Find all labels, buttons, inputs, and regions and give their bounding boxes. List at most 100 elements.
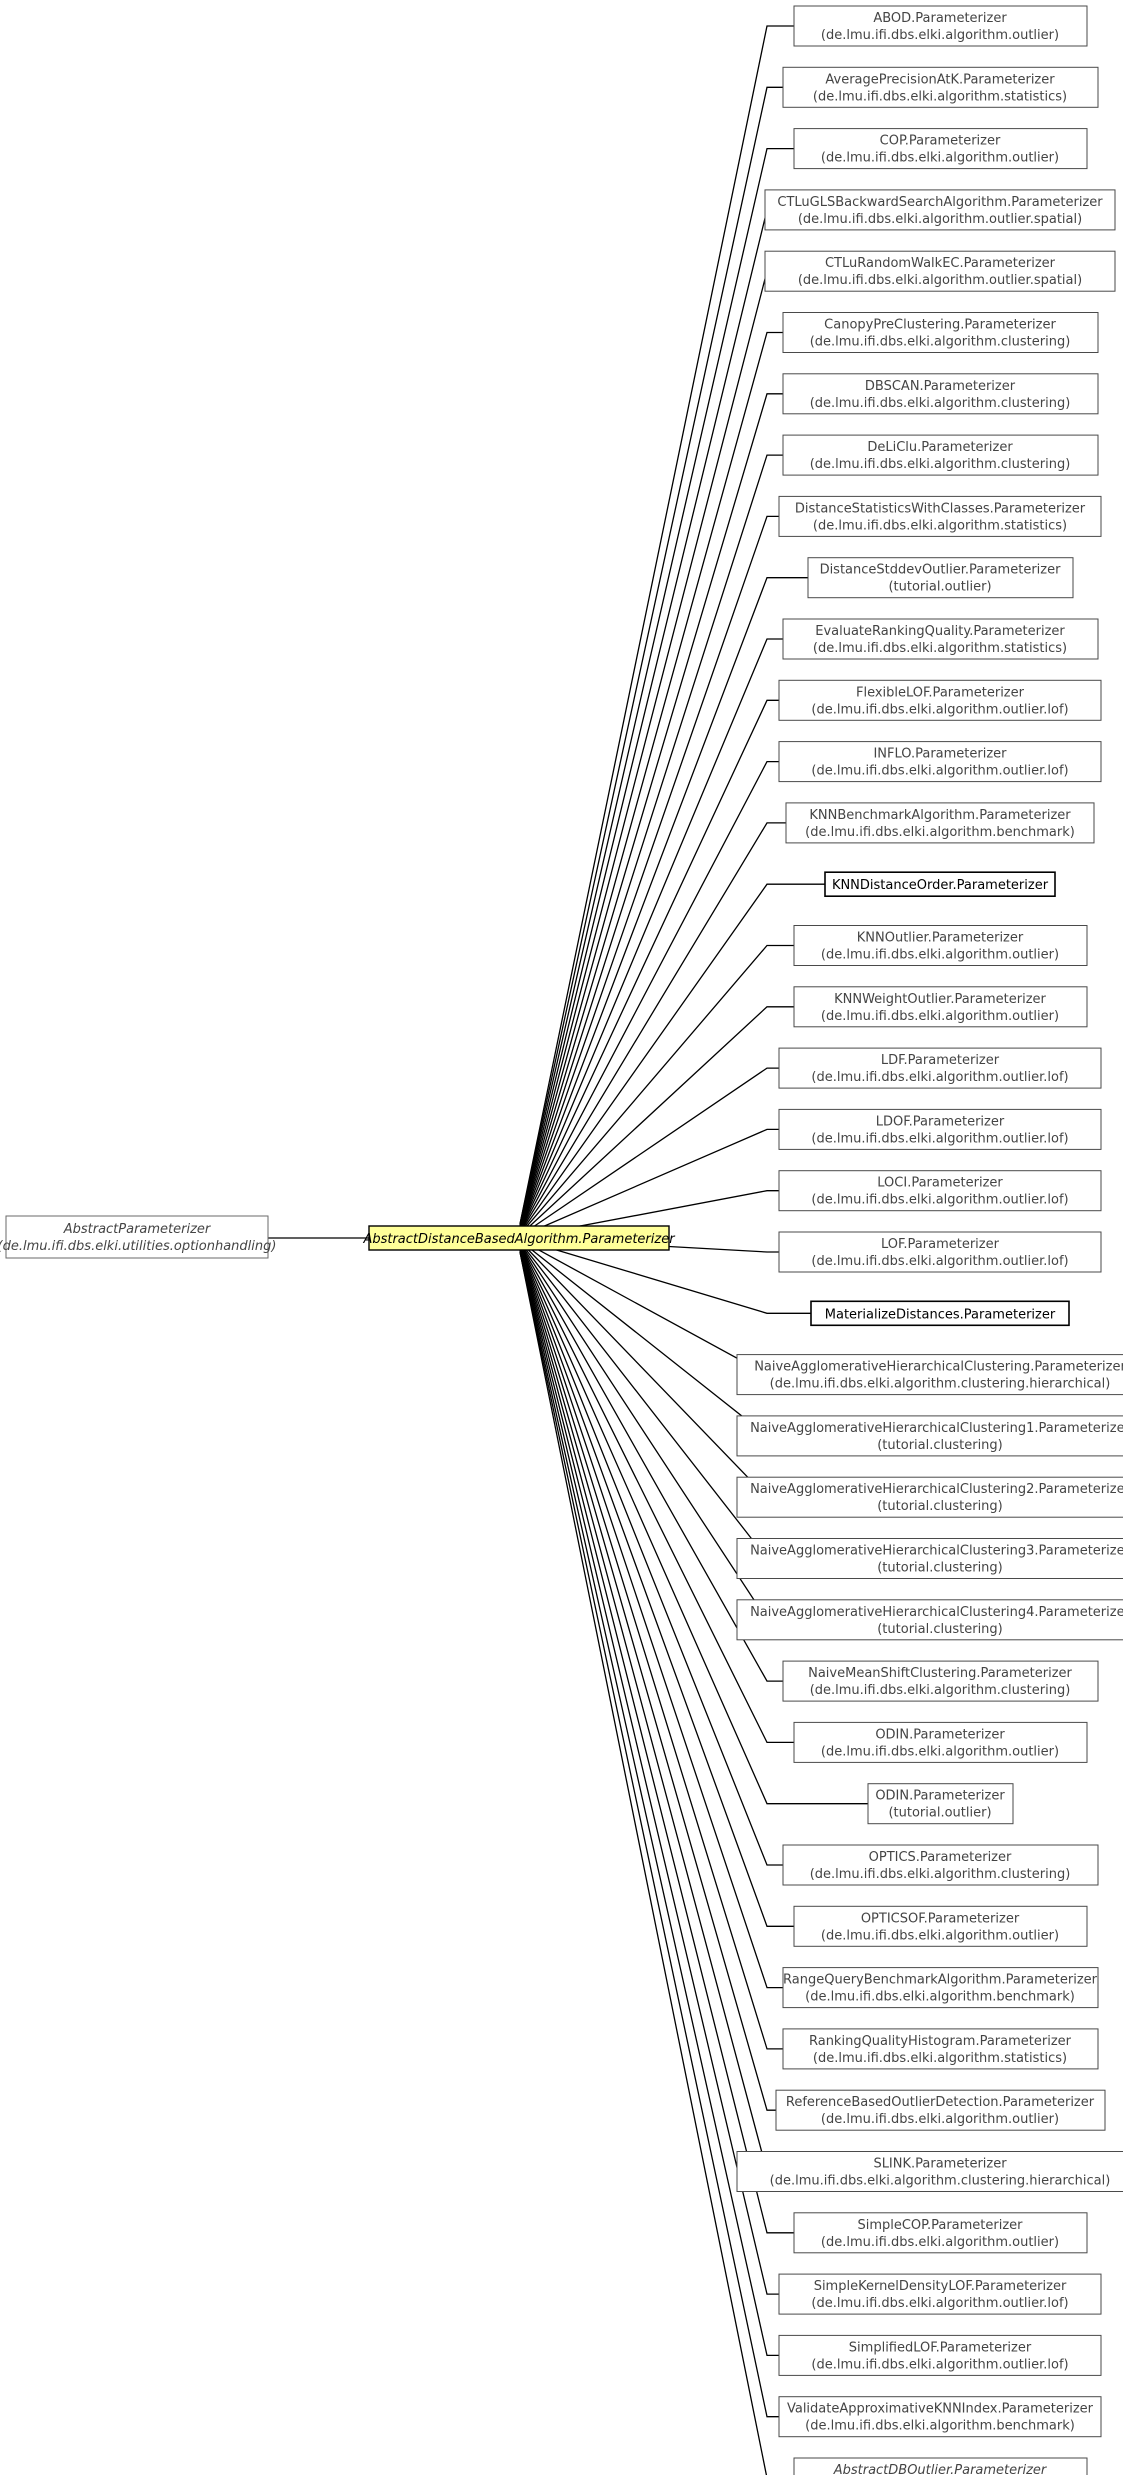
subclass-box[interactable] [778,1231,1102,1273]
subclass-box[interactable] [778,1170,1102,1212]
subclass-box[interactable] [736,1599,1123,1641]
subclass-name: KNNOutlier.Parameterizer [857,931,1024,946]
subclass-box[interactable] [793,986,1088,1028]
subclass-node[interactable]: INFLO.Parameterizer (de.lmu.ifi.dbs.elki.… [778,741,1102,783]
subclass-box[interactable] [782,1660,1099,1702]
subclass-node[interactable]: LDF.Parameterizer(de.lmu.ifi.dbs.elki.al… [778,1047,1102,1089]
subclass-box[interactable] [764,189,1116,231]
subclass-box[interactable] [775,2089,1106,2131]
subclass-node[interactable]: KNNOutlier.Parameterizer(de.lmu.ifi.dbs.… [793,925,1088,966]
subclass-box[interactable] [778,2273,1102,2315]
subclass-node[interactable]: COP.Parameterizer(de.lmu.ifi.dbs.elki.al… [793,128,1088,170]
subclass-node[interactable]: LOF.Parameterizer(de.lmu.ifi.dbs.elki.al… [778,1231,1102,1273]
subclass-box[interactable] [782,434,1099,476]
subclass-node[interactable]: OPTICSOF.Parameterizer(de.lmu.ifi.dbs.el… [793,1905,1088,1947]
subclass-box[interactable] [782,373,1099,415]
subclass-name: OPTICSOF.Parameterizer [861,1911,1020,1926]
subclass-box[interactable] [736,1354,1123,1396]
subclass-node[interactable]: KNNDistanceOrder.Parameterizer [824,871,1056,898]
subclass-node[interactable]: CTLuRandomWalkEC.Parameterizer(de.lmu.if… [764,250,1116,292]
subclass-node[interactable]: EvaluateRankingQuality.Parameterizer(de.… [782,618,1099,660]
subclass-node[interactable]: NaiveAgglomerativeHierarchicalClustering… [736,1538,1123,1579]
subclass-box[interactable] [778,495,1102,537]
subclass-box[interactable] [778,741,1102,783]
subclass-node[interactable]: SimplifiedLOF.Parameterizer(de.lmu.ifi.d… [778,2334,1102,2376]
subclass-box[interactable] [782,618,1099,660]
subclass-node[interactable]: KNNBenchmarkAlgorithm.Parameterizer(de.l… [785,802,1095,844]
subclass-node[interactable]: ReferenceBasedOutlierDetection.Parameter… [775,2089,1106,2131]
subclass-box[interactable] [793,925,1088,966]
subclass-node[interactable]: DBSCAN.Parameterizer(de.lmu.ifi.dbs.elki… [782,373,1099,415]
subclass-package: (de.lmu.ifi.dbs.elki.algorithm.outlier.l… [811,764,1068,779]
subclass-node[interactable]: NaiveAgglomerativeHierarchicalClustering… [736,1599,1123,1641]
root-class-node[interactable]: AbstractParameterizer (de.lmu.ifi.dbs.el… [0,1215,276,1259]
root-class-box[interactable] [5,1215,269,1259]
subclass-node[interactable]: ValidateApproximativeKNNIndex.Parameteri… [778,2396,1102,2438]
center-class-box[interactable] [368,1225,670,1251]
subclass-package: (tutorial.clustering) [877,1438,1003,1453]
center-class-node[interactable]: AbstractDistanceBasedAlgorithm.Parameter… [362,1225,676,1251]
subclass-node[interactable]: NaiveAgglomerativeHierarchicalClustering… [736,1415,1123,1457]
subclass-node[interactable]: RangeQueryBenchmarkAlgorithm.Parameteriz… [782,1967,1099,2009]
subclass-package: (de.lmu.ifi.dbs.elki.algorithm.clusterin… [810,1867,1071,1882]
subclass-name: INFLO.Parameterizer [873,747,1007,762]
subclass-box[interactable] [782,2028,1099,2070]
subclass-box[interactable] [778,1047,1102,1089]
subclass-node[interactable]: ODIN.Parameterizer(de.lmu.ifi.dbs.elki.a… [793,1721,1088,1763]
subclass-node[interactable]: ODIN.Parameterizer(tutorial.outlier) [867,1783,1014,1825]
subclass-box[interactable] [782,312,1099,353]
subclass-box[interactable] [793,128,1088,170]
subclass-node[interactable]: KNNWeightOutlier.Parameterizer(de.lmu.if… [793,986,1088,1028]
subclass-node[interactable]: NaiveAgglomerativeHierarchicalClustering… [736,1354,1123,1396]
subclass-node[interactable]: NaiveAgglomerativeHierarchicalClustering… [736,1476,1123,1518]
subclass-box[interactable] [867,1783,1014,1825]
subclass-node[interactable]: SLINK.Parameterizer(de.lmu.ifi.dbs.elki.… [736,2151,1123,2192]
subclass-box[interactable] [778,2396,1102,2438]
root-class-name: AbstractParameterizer [63,1222,212,1237]
subclass-node[interactable]: AbstractDBOutlier.Parameterizer(de.lmu.i… [793,2457,1088,2475]
subclass-node[interactable]: SimpleCOP.Parameterizer(de.lmu.ifi.dbs.e… [793,2212,1088,2254]
subclass-box[interactable] [782,1844,1099,1886]
edge-center-to-subclass [519,1251,779,2295]
subclass-node[interactable]: MaterializeDistances.Parameterizer [810,1300,1070,1327]
subclass-box[interactable] [824,871,1056,898]
subclass-box[interactable] [793,1905,1088,1947]
subclass-node[interactable]: ABOD.Parameterizer(de.lmu.ifi.dbs.elki.a… [793,5,1088,47]
subclass-node[interactable]: NaiveMeanShiftClustering.Parameterizer(d… [782,1660,1099,1702]
subclass-node[interactable]: DistanceStatisticsWithClasses.Parameteri… [778,495,1102,537]
subclass-box[interactable] [793,2457,1088,2475]
subclass-node[interactable]: DistanceStddevOutlier.Parameterizer(tuto… [807,557,1074,599]
subclass-box[interactable] [785,802,1095,844]
subclass-box[interactable] [793,1721,1088,1763]
subclass-name: AveragePrecisionAtK.Parameterizer [825,72,1055,87]
subclass-node[interactable]: LDOF.Parameterizer(de.lmu.ifi.dbs.elki.a… [778,1108,1102,1150]
edge-center-to-subclass [519,1006,794,1236]
subclass-box[interactable] [810,1300,1070,1327]
subclass-box[interactable] [736,1538,1123,1579]
subclass-box[interactable] [736,2151,1123,2192]
subclass-box[interactable] [778,679,1102,721]
subclass-node[interactable]: AveragePrecisionAtK.Parameterizer(de.lmu… [782,66,1099,108]
subclass-package: (de.lmu.ifi.dbs.elki.algorithm.outlier.l… [811,1254,1068,1269]
subclass-box[interactable] [778,1108,1102,1150]
subclass-node[interactable]: SimpleKernelDensityLOF.Parameterizer(de.… [778,2273,1102,2315]
subclass-box[interactable] [736,1415,1123,1457]
subclass-node[interactable]: DeLiClu.Parameterizer(de.lmu.ifi.dbs.elk… [782,434,1099,476]
subclass-node[interactable]: RankingQualityHistogram.Parameterizer(de… [782,2028,1099,2070]
edge-center-to-subclass [519,147,794,1225]
subclass-node[interactable]: FlexibleLOF.Parameterizer(de.lmu.ifi.dbs… [778,679,1102,721]
subclass-box[interactable] [764,250,1116,292]
edge-center-to-subclass [519,454,783,1229]
subclass-box[interactable] [793,2212,1088,2254]
subclass-node[interactable]: OPTICS.Parameterizer(de.lmu.ifi.dbs.elki… [782,1844,1099,1886]
subclass-node[interactable]: CTLuGLSBackwardSearchAlgorithm.Parameter… [764,189,1116,231]
subclass-box[interactable] [782,66,1099,108]
subclass-box[interactable] [778,2334,1102,2376]
subclass-node[interactable]: LOCI.Parameterizer(de.lmu.ifi.dbs.elki.a… [778,1170,1102,1212]
subclass-box[interactable] [807,557,1074,599]
subclass-box[interactable] [793,5,1088,47]
subclass-box[interactable] [736,1476,1123,1518]
subclass-box[interactable] [782,1967,1099,2009]
subclass-node[interactable]: CanopyPreClustering.Parameterizer(de.lmu… [782,312,1099,353]
